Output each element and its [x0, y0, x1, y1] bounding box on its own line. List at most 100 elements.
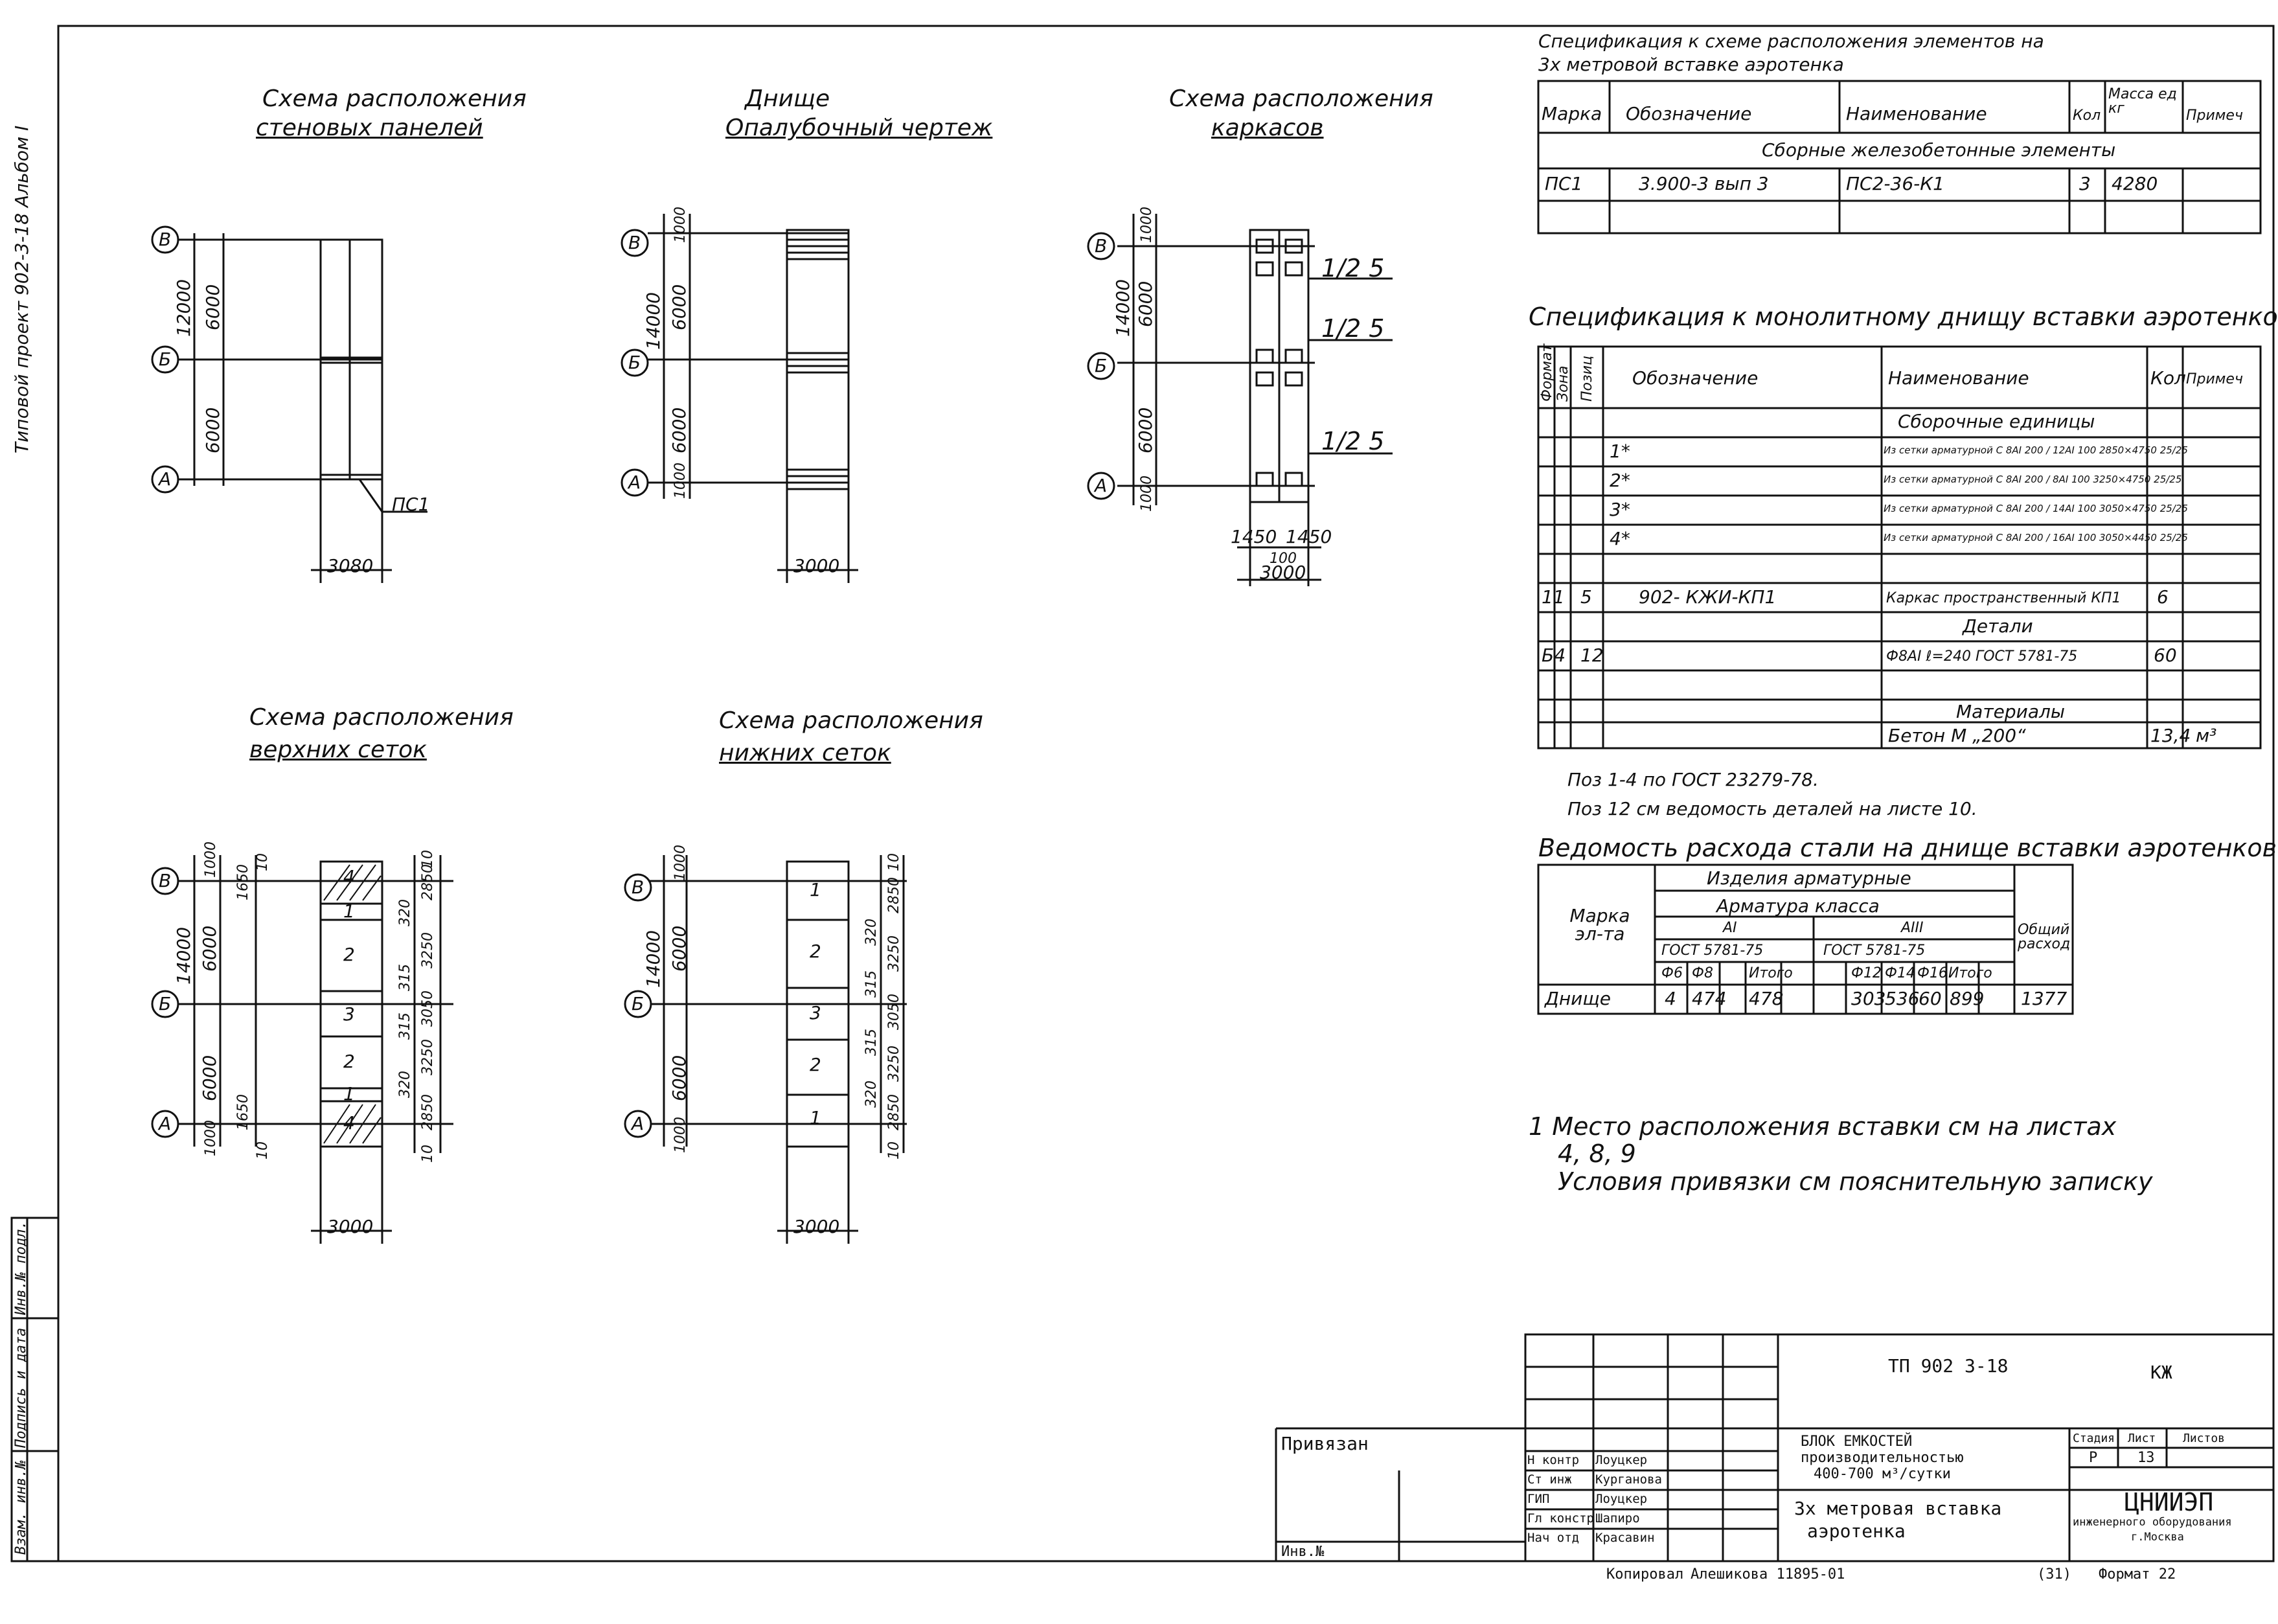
spec1-title-2: 3х метровой вставке аэротенка [1538, 54, 1844, 75]
org-city: г.Москва [2131, 1531, 2184, 1544]
frames-scheme-lines [1117, 214, 1393, 586]
steel-sub: Ф12 [1851, 965, 1882, 981]
dim-label: 6000 [1135, 280, 1156, 327]
steel-cell: 474 [1692, 988, 1727, 1009]
mesh-cell: 4 [343, 1112, 355, 1134]
sheet-frame [57, 25, 2275, 1562]
mesh-cell: 1 [343, 900, 355, 922]
org-name: ЦНИИЭП [2124, 1488, 2214, 1516]
spec1-cell: ПС1 [1545, 173, 1583, 194]
axis-label: А [632, 1113, 644, 1134]
mesh-cell: 1 [810, 879, 821, 900]
bottom-subtitle: Опалубочный чертеж [725, 115, 993, 141]
dim-label: 14000 [643, 930, 664, 988]
spec2-name: Из сетки арматурной С 8АI 200 / 16АI 100… [1884, 532, 2188, 543]
dim-label: 3250 [886, 935, 902, 972]
mesh-cell: 3 [343, 1003, 355, 1025]
mesh-cell: 2 [343, 944, 355, 965]
spec2-h: Позиц [1579, 356, 1595, 402]
album-label: Типовой проект 902-3-18 Альбом I [11, 125, 32, 453]
format: Формат 22 [2099, 1566, 2176, 1583]
frame-mark: 1/2 5 [1321, 314, 1385, 343]
dim-label: 3050 [420, 990, 436, 1027]
mesh-cell: 2 [343, 1051, 355, 1072]
stadia-h: Стадия [2073, 1432, 2115, 1445]
axis-label: Б [632, 993, 644, 1014]
dim-label: 320 [863, 919, 880, 946]
frame-mark: 1/2 5 [1321, 254, 1385, 282]
dim-label: 3250 [886, 1046, 902, 1082]
dim-label: 10 [255, 1141, 271, 1160]
spec2-cell: 12 [1580, 645, 1604, 666]
spec2-section: Сборочные единицы [1898, 411, 2095, 432]
doc-code: ТП 902 3-18 [1888, 1355, 2009, 1377]
spec2-section: Детали [1963, 615, 2033, 637]
steel-sub: Ф16 [1917, 965, 1948, 981]
mesh-cell: 4 [343, 866, 355, 887]
axis-label: Б [159, 349, 172, 370]
dim-label: 14000 [173, 926, 194, 985]
stamp-inv: Инв.№ подл. [13, 1220, 29, 1315]
steel-h-total: Общий расход [2018, 922, 2071, 952]
dim-label: 320 [397, 899, 413, 926]
dim-label: 320 [397, 1071, 413, 1098]
stamp-sign: Подпись и дата [13, 1327, 29, 1448]
steel-g: ГОСТ 5781-75 [1823, 943, 1926, 959]
top-mesh-hatch [323, 864, 382, 1144]
steel-cell: 536 [1885, 988, 1920, 1009]
width-label: 3000 [793, 555, 840, 577]
spec1-h-name: Наименование [1846, 103, 1987, 124]
title-block-lines [1275, 1333, 2275, 1562]
spec1-table-lines [1537, 80, 2262, 234]
person: Шапиро [1595, 1511, 1640, 1526]
spec2-section: Материалы [1956, 701, 2065, 722]
dim-label: 3250 [420, 932, 436, 968]
steel-h: Арматура класса [1716, 895, 1880, 917]
topmesh-subtitle: верхних сеток [249, 737, 427, 763]
axis-label: А [1095, 475, 1108, 496]
sheet-num: (31) [2037, 1566, 2071, 1583]
person: Курганова [1595, 1472, 1662, 1487]
spec1-title: Спецификация к схеме расположения элемен… [1538, 30, 2044, 52]
axis-label: В [159, 870, 172, 891]
spec1-section: Сборные железобетонные элементы [1762, 139, 2116, 161]
spec2-cell: Б4 [1542, 645, 1566, 666]
spec2-h: Кол [2150, 367, 2186, 389]
bottom-mesh-scheme-lines [641, 855, 907, 1244]
botmesh-title: Схема расположения [719, 707, 983, 734]
dim-label: 315 [863, 970, 880, 998]
sheet-title: 3х метровая вставка [1794, 1498, 2002, 1519]
spec2-pos: 3* [1610, 499, 1630, 520]
frames-subtitle: каркасов [1211, 115, 1324, 141]
spec1-h-mass: Масса ед кг [2108, 86, 2177, 117]
axis-label: В [1095, 235, 1108, 257]
width-label: 1450 [1231, 526, 1277, 547]
panel-mark: ПС1 [392, 494, 430, 515]
spec1-cell: 3.900-3 вып 3 [1639, 173, 1769, 194]
role: Н контр [1527, 1453, 1580, 1467]
inv-no: Инв.№ [1281, 1544, 1325, 1560]
spec2-h: Зона [1555, 365, 1571, 402]
steel-sub: Итого [1948, 965, 1992, 981]
dim-label: 14000 [643, 292, 664, 350]
dim-label: 3050 [886, 994, 902, 1030]
axis-label: В [159, 229, 172, 250]
spec2-pos: 2* [1610, 470, 1630, 491]
dim-label: 315 [397, 1012, 413, 1040]
dim-label: 1650 [235, 864, 251, 900]
steel-cell: 478 [1749, 988, 1784, 1009]
dim-label: 2850 [886, 1094, 902, 1130]
steel-c: АI [1723, 920, 1737, 936]
org-sub: инженерного оборудования [2073, 1516, 2232, 1529]
spec2-cell: Бетон М „200“ [1888, 725, 2026, 746]
dim-label: 6000 [668, 407, 690, 453]
spec2-cell: 5 [1580, 586, 1592, 608]
steel-table-lines [1537, 863, 2074, 1015]
steel-h-mark: Марка эл-та [1569, 905, 1630, 944]
spec2-pos: 4* [1610, 528, 1630, 549]
privyazan: Привязан [1281, 1433, 1369, 1454]
width-label: 3000 [1260, 562, 1306, 583]
note-line: Условия привязки см пояснительную записк… [1558, 1167, 2153, 1196]
dim-label: 2850 [420, 864, 436, 900]
